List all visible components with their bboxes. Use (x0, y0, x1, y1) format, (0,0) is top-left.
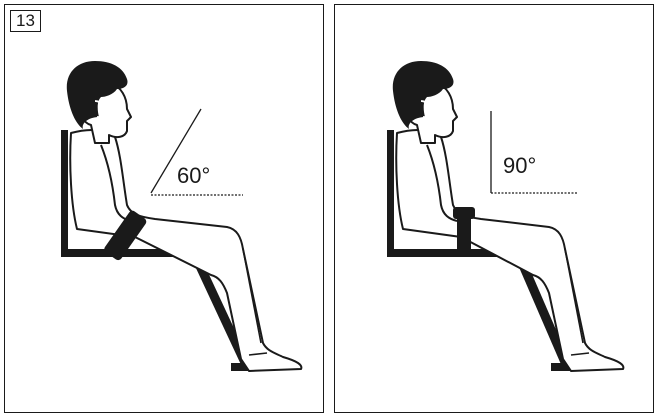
diagram-panel-90-degrees: 90° (334, 4, 654, 413)
angle-label-60: 60° (177, 163, 210, 188)
chair-back (387, 130, 394, 255)
armrest-90-cap (453, 207, 475, 219)
angle-label-90: 90° (503, 153, 536, 178)
seated-person-illustration-60: 60° (5, 5, 325, 414)
seated-person-illustration-90: 90° (335, 5, 655, 414)
chair-back (61, 130, 68, 255)
diagram-panel-60-degrees: 13 60° (4, 4, 324, 413)
